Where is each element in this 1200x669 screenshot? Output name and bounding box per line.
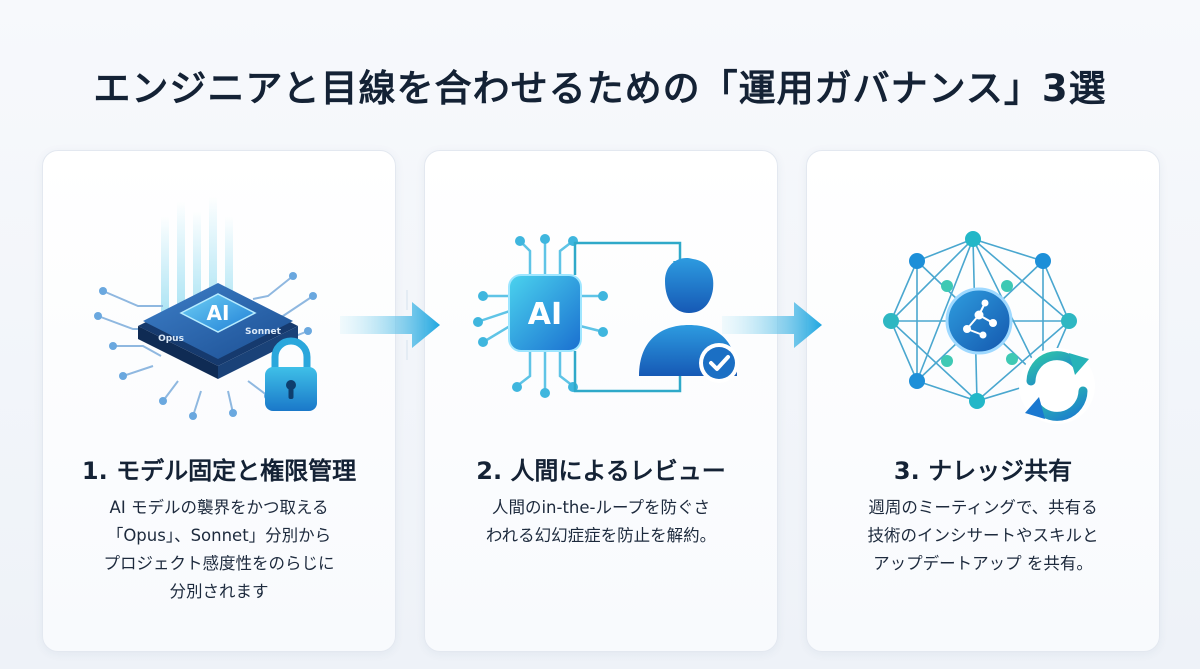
circuit-traces	[479, 240, 601, 391]
card-model-lock: AI Opus Sonnet 1. モデル固定と権限管理 AI モデルの襲界をか…	[42, 150, 396, 652]
chip-sub-opus: Opus	[158, 334, 184, 344]
desc-line: AI モデルの襲界をかつ取える	[109, 498, 329, 517]
ai-chip-lock-illustration: AI Opus Sonnet	[94, 196, 317, 420]
flow-arrow-icon	[722, 302, 822, 348]
chip-label: AI	[207, 301, 230, 325]
molecule-hub-icon	[945, 287, 1013, 355]
feedback-loop-arrows	[573, 241, 682, 393]
desc-line: われる幻幻症症を防止を解約。	[485, 526, 717, 545]
card-description: 週周のミーティングで、共有る 技術のインシサートやスキルと アップデートアップ …	[829, 494, 1137, 578]
ai-label: AI	[528, 297, 562, 332]
flow-arrow-icon	[340, 290, 440, 360]
desc-line: プロジェクト感度性をのらじに	[103, 554, 335, 573]
desc-line: 技術のインシサートやスキルと	[867, 526, 1099, 545]
ai-human-review-illustration: AI	[473, 234, 739, 398]
sync-refresh-icon	[1019, 348, 1095, 424]
page-title: エンジニアと目線を合わせるための「運用ガバナンス」3選	[93, 67, 1107, 110]
lock-icon	[265, 337, 317, 411]
card-knowledge-share: 3. ナレッジ共有 週周のミーティングで、共有る 技術のインシサートやスキルと …	[806, 150, 1160, 652]
desc-line: 「Opus」、Sonnet」分別から	[106, 526, 332, 545]
card-description: AI モデルの襲界をかつ取える 「Opus」、Sonnet」分別から プロジェク…	[65, 494, 373, 606]
desc-line: 分別されます	[169, 582, 269, 601]
card-description: 人間のin-the-ループを防ぐさ われる幻幻症症を防止を解約。	[447, 494, 755, 550]
circuit-traces	[97, 275, 314, 417]
ai-chip: AI Opus Sonnet	[138, 283, 298, 379]
network-nodes	[883, 231, 1077, 409]
desc-line: アップデートアップ を共有。	[873, 554, 1093, 573]
desc-line: 人間のin-the-ループを防ぐさ	[491, 498, 711, 517]
chip-sub-sonnet: Sonnet	[245, 327, 282, 337]
ai-core	[508, 274, 582, 352]
light-beams	[161, 196, 233, 321]
check-circle-icon	[699, 343, 739, 383]
desc-line: 週周のミーティングで、共有る	[868, 498, 1098, 517]
card-title: 2. 人間によるレビュー	[476, 457, 726, 485]
card-human-review: AI 2. 人間によるレビュー 人間のin-the-ループを防ぐさ われる幻幻症…	[424, 150, 778, 652]
card-title: 1. モデル固定と権限管理	[81, 457, 357, 485]
knowledge-network-illustration	[883, 231, 1095, 424]
card-title: 3. ナレッジ共有	[893, 457, 1073, 485]
